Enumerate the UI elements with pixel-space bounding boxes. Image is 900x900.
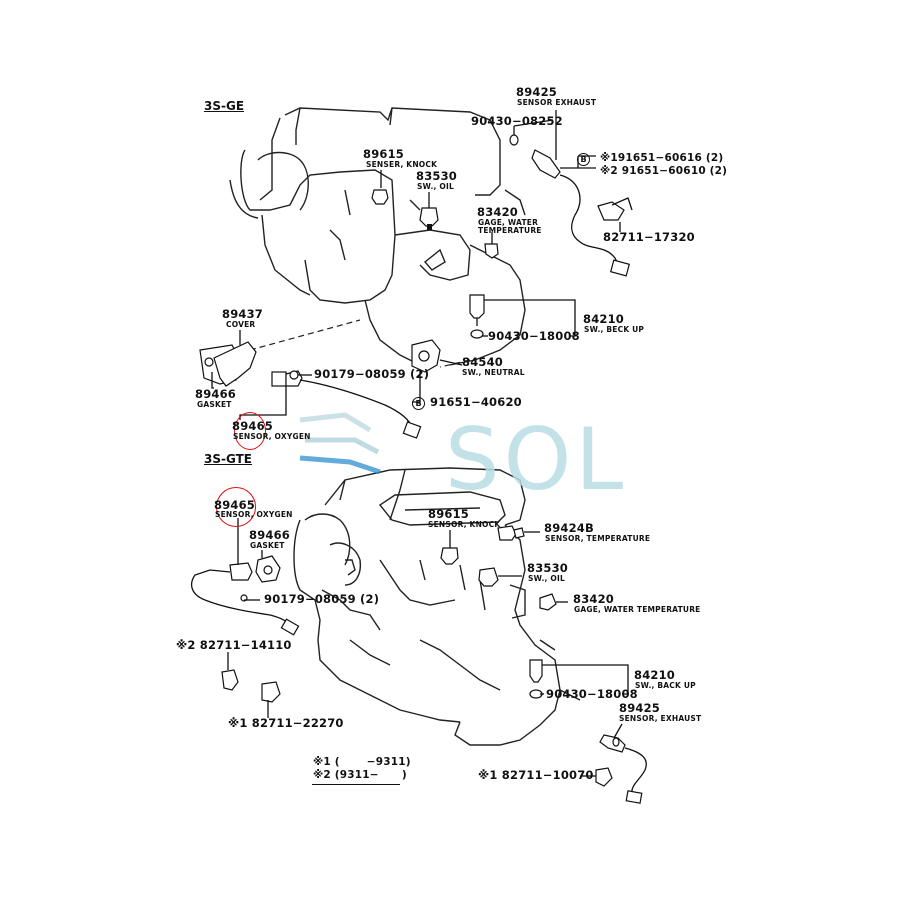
label-83530-bottom-desc: SW., OIL	[528, 574, 565, 583]
label-89437: 89437	[222, 307, 264, 321]
label-89425-bottom-desc: SENSOR, EXHAUST	[619, 714, 702, 723]
label-84540-desc: SW., NEUTRAL	[462, 368, 525, 377]
label-90430-18008-top: 90430−18008	[488, 329, 580, 343]
highlight-circle-bottom	[216, 487, 256, 527]
label-89615-bottom: 89615	[428, 507, 470, 521]
footnote-2: ※2 (9311− )	[313, 769, 407, 781]
label-84210-top: 84210	[583, 312, 625, 326]
label-89424b-desc: SENSOR, TEMPERATURE	[545, 534, 651, 543]
label-91651-60616: ※191651−60616 (2)	[600, 152, 724, 164]
label-89424b: 89424B	[544, 521, 594, 535]
label-91651-40620: 91651−40620	[430, 395, 522, 409]
leaders-bottom	[227, 518, 629, 777]
label-90179-bottom: 90179−08059 (2)	[264, 592, 380, 606]
label-89615-top-desc: SENSER, KNOCK	[366, 160, 438, 169]
callout-b-top-left: B	[412, 397, 425, 410]
label-89465-bottom: 89465	[214, 498, 256, 512]
label-89466-top-desc: GASKET	[197, 400, 232, 409]
engine-3sgte-outline	[293, 467, 581, 746]
label-90430-08252: 90430−08252	[471, 114, 563, 128]
label-89425-top-desc: SENSOR EXHAUST	[517, 98, 597, 107]
label-89615-top: 89615	[363, 147, 405, 161]
watermark-text: SOL	[445, 410, 628, 510]
label-83530-bottom: 83530	[527, 561, 569, 575]
label-82711-10070: ※1 82711−10070	[478, 768, 594, 782]
engine-3sge-outline	[229, 107, 526, 368]
label-90179-top: 90179−08059 (2)	[314, 367, 430, 381]
label-89465-top-desc: SENSOR, OXYGEN	[233, 432, 311, 441]
label-89466-top: 89466	[195, 387, 237, 401]
label-89437-desc: COVER	[226, 320, 256, 329]
label-84210-top-desc: SW., BECK UP	[584, 325, 645, 334]
label-89425-bottom: 89425	[619, 701, 661, 715]
label-83420-top-desc1: GAGE, WATER	[478, 218, 539, 227]
footnote-underline	[312, 784, 400, 785]
highlight-circle-top	[234, 412, 266, 450]
label-89465-bottom-desc: SENSOR, OXYGEN	[215, 510, 293, 519]
label-83420-bottom: 83420	[573, 592, 615, 606]
label-83530-top-desc: SW., OIL	[417, 182, 454, 191]
label-83530-top: 83530	[416, 169, 458, 183]
label-84540: 84540	[462, 355, 504, 369]
label-89615-bottom-desc: SENSOR, KNOCK	[428, 520, 501, 529]
parts-bottom	[191, 525, 647, 804]
label-91651-60610: ※2 91651−60610 (2)	[600, 165, 728, 177]
label-84210-bottom-desc: SW., BACK UP	[635, 681, 696, 690]
section-3sgte: 3S-GTE	[204, 452, 252, 466]
parts-top	[199, 134, 633, 439]
label-90430-18008-bottom: 90430−18008	[546, 687, 638, 701]
section-3sge: 3S-GE	[204, 99, 245, 113]
label-82711-17320: 82711−17320	[603, 230, 695, 244]
callout-b-top-right: B	[577, 153, 590, 166]
label-83420-top: 83420	[477, 205, 519, 219]
label-89466-bottom: 89466	[249, 528, 291, 542]
label-82711-14110: ※2 82711−14110	[176, 638, 292, 652]
footnote-1: ※1 ( −9311)	[313, 756, 411, 768]
label-89425-top: 89425	[516, 85, 558, 99]
label-83420-top-desc2: TEMPERATURE	[478, 226, 542, 235]
label-89465-top: 89465	[232, 419, 274, 433]
label-82711-22270: ※1 82711−22270	[228, 716, 344, 730]
label-89466-bottom-desc: GASKET	[250, 541, 285, 550]
label-83420-bottom-desc: GAGE, WATER TEMPERATURE	[574, 605, 701, 614]
label-84210-bottom: 84210	[634, 668, 676, 682]
